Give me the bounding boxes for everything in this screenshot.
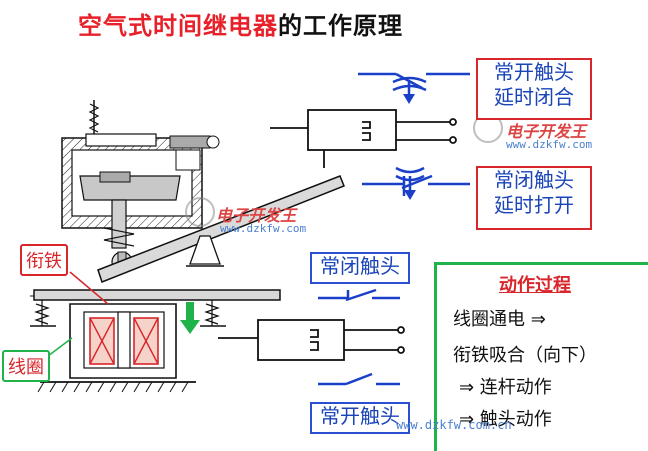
nc-delay-open-symbol — [362, 166, 470, 200]
linkage-lever — [97, 175, 345, 283]
armature-label: 衔铁 — [20, 244, 68, 276]
label-no-delay-close-line2: 延时闭合 — [494, 85, 574, 109]
label-no-instant-text: 常开触头 — [320, 404, 400, 428]
watermark-logo-text-1: 电子开发王 — [506, 122, 587, 141]
label-nc-instant-text: 常闭触头 — [320, 254, 400, 278]
page-title: 空气式时间继电器的工作原理 — [78, 6, 403, 41]
label-nc-delay-open: 常闭触头 延时打开 — [476, 166, 592, 230]
label-no-delay-close: 常开触头 延时闭合 — [476, 58, 592, 120]
nc-instant-symbol — [318, 288, 400, 302]
title-main: 空气式时间继电器 — [78, 12, 278, 40]
armature-pointer — [69, 271, 109, 305]
title-suffix: 的工作原理 — [278, 12, 403, 40]
delay-contact-block — [270, 109, 457, 168]
label-nc-delay-open-line1: 常闭触头 — [494, 168, 574, 192]
label-nc-instant: 常闭触头 — [310, 252, 410, 284]
process-step-4: ⇒ 触头动作 — [459, 409, 552, 430]
air-chamber — [61, 100, 220, 273]
process-panel: 动作过程 线圈通电 ⇒ 衔铁吸合（向下） ⇒ 连杆动作 ⇒ 触头动作 — [434, 262, 648, 451]
process-step-3: ⇒ 连杆动作 — [459, 377, 552, 398]
label-no-delay-close-line1: 常开触头 — [494, 60, 574, 84]
electromagnet — [30, 289, 281, 393]
process-step-1: 线圈通电 ⇒ — [453, 309, 546, 330]
watermark-url-1: www.dzkfw.com — [506, 138, 593, 151]
watermark-url-2: www.dzkfw.com — [220, 222, 307, 235]
label-nc-delay-open-line2: 延时打开 — [494, 193, 574, 217]
no-delay-close-symbol — [358, 72, 470, 104]
watermark-logo-text-2: 电子开发王 — [216, 206, 297, 225]
instant-contact-block — [218, 319, 405, 361]
process-title: 动作过程 — [499, 275, 571, 296]
no-instant-symbol — [318, 372, 400, 386]
coil-label: 线圈 — [2, 350, 50, 382]
label-no-instant: 常开触头 — [310, 402, 410, 434]
watermark-url-3: www.dzkfw.com.cn — [396, 418, 512, 432]
process-step-2: 衔铁吸合（向下） — [453, 345, 597, 366]
